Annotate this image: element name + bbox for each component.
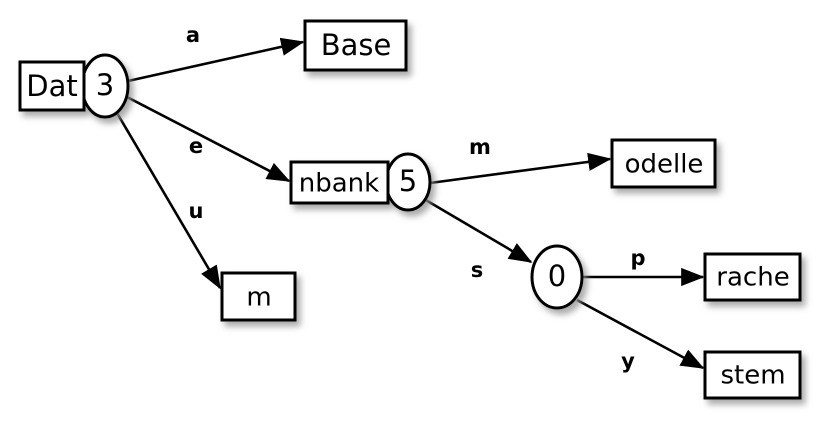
edge-m-line: [429, 152, 612, 185]
edge-m[interactable]: m: [429, 135, 612, 185]
edge-y[interactable]: y: [576, 298, 705, 373]
edge-p-label: p: [630, 246, 645, 270]
node-m-label: m: [246, 283, 271, 313]
node-nbank-rect: [289, 160, 390, 205]
edge-group: a e u m s p: [115, 23, 705, 373]
edge-e-line: [126, 95, 291, 183]
edge-u[interactable]: u: [115, 112, 222, 290]
node-odelle-label: odelle: [625, 150, 704, 180]
node-dat-3[interactable]: [18, 53, 130, 119]
node-rache-rect: [703, 252, 802, 302]
edge-u-label: u: [189, 199, 204, 223]
node-odelle-rect: [610, 138, 717, 189]
edge-a-line: [127, 37, 305, 83]
edge-m-label: m: [469, 135, 491, 159]
node-base[interactable]: [303, 19, 408, 72]
edge-s-label: s: [471, 258, 484, 282]
edge-s-line: [423, 197, 533, 264]
edge-y-line: [576, 298, 705, 370]
edge-y-label: y: [621, 349, 635, 373]
node-stem[interactable]: [703, 350, 802, 400]
node-0[interactable]: [530, 244, 584, 310]
node-base-label: Base: [321, 28, 392, 62]
node-stem-rect: [703, 350, 802, 400]
node-0-label: 0: [548, 259, 566, 293]
node-dat-label: Dat: [26, 69, 77, 103]
edge-p[interactable]: p: [582, 246, 705, 287]
node-base-rect: [303, 19, 408, 72]
edge-e-label: e: [189, 134, 203, 158]
node-m-rect: [220, 271, 297, 322]
node-group: Dat 3 Base nbank 5 m odelle: [18, 19, 802, 400]
node-stem-label: stem: [720, 361, 785, 391]
edge-s[interactable]: s: [423, 197, 533, 282]
node-3-label: 3: [96, 68, 114, 102]
node-odelle[interactable]: [610, 138, 717, 189]
node-dat-rect: [18, 60, 86, 112]
node-nbank-5[interactable]: [289, 152, 432, 212]
node-0-ellipse: [530, 244, 584, 310]
edge-u-line: [115, 112, 222, 290]
edge-a[interactable]: a: [127, 23, 305, 83]
node-rache[interactable]: [703, 252, 802, 302]
node-m[interactable]: [220, 271, 297, 322]
edge-a-label: a: [186, 23, 200, 47]
node-nbank-label: nbank: [299, 169, 379, 199]
edge-e[interactable]: e: [126, 95, 291, 183]
node-5-label: 5: [399, 164, 417, 198]
node-rache-label: rache: [716, 263, 789, 293]
